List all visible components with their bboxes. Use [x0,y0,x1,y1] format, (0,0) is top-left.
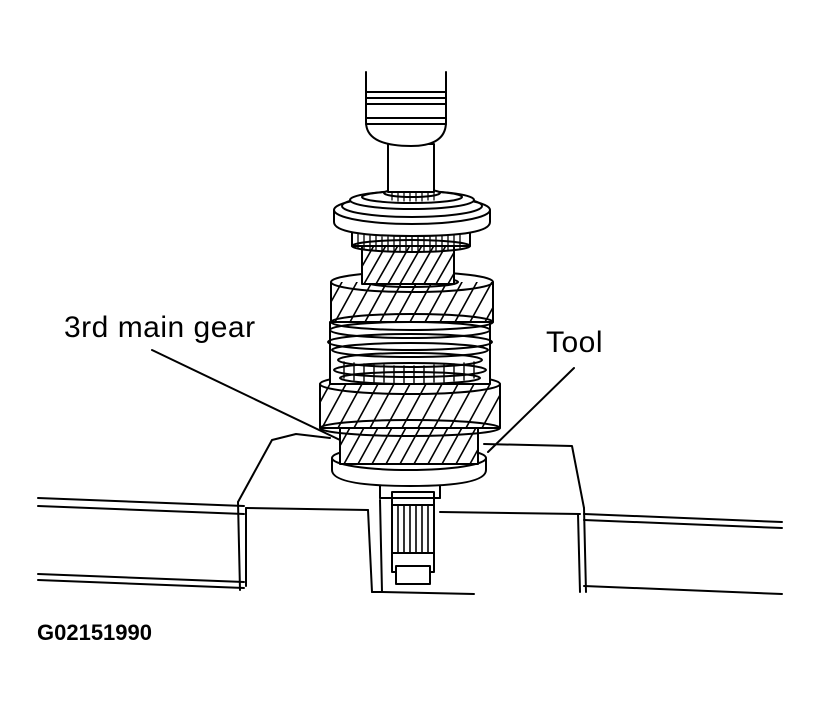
top-helical-gear [361,241,455,285]
third-main-gear-leader [151,349,341,441]
bottom-helical-gear [339,423,479,465]
tool-label: Tool [546,326,604,359]
third-main-gear-label: 3rd main gear [64,311,256,344]
tool-leader [487,367,575,453]
leader-lines [151,349,575,453]
support-fixture [37,433,783,595]
shaft-spline [391,491,435,585]
figure-id: G02151990 [37,620,152,645]
synchro-ring-stack [327,321,493,385]
press-ram [365,71,447,193]
upper-helical-gear [330,271,494,331]
top-bearing-flange [333,188,491,237]
